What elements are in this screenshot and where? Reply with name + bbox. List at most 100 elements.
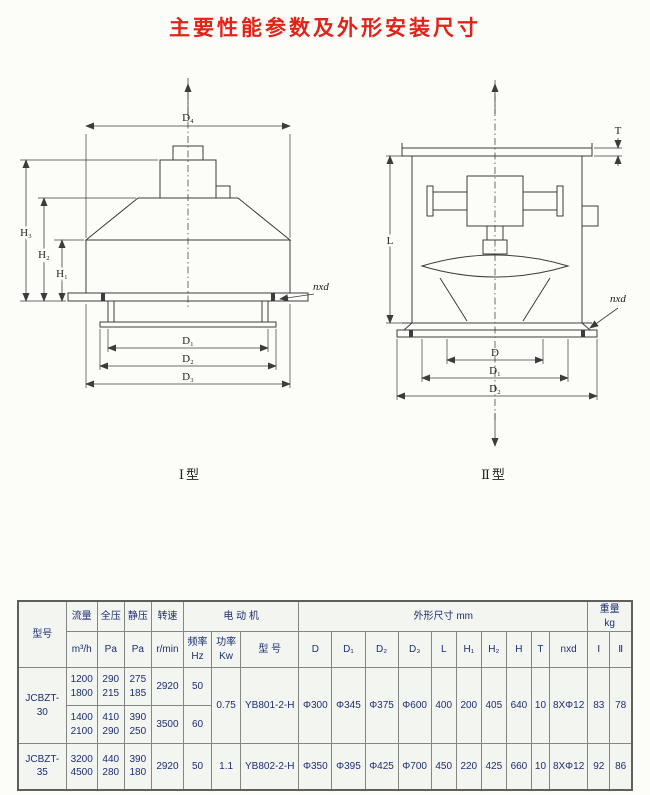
cell-h1: 200 [455,667,482,744]
col-header-l: L [430,631,457,668]
type1-caption: Ⅰ型 [178,467,202,482]
spec-table: 型号 流量 全压 静压 转速 电 动 机 外形尺寸 mm 重量 kg m³/h … [17,600,633,791]
col-header-weight-1: Ⅰ [587,631,611,668]
page-title: 主要性能参数及外形安装尺寸 [169,17,481,40]
col-header-speed: 转速 [150,600,184,632]
cell-d2: Φ375 [364,667,399,744]
data-row-jcbzt30-a: JCBZT- 30 1200 1800 290 215 275 185 2920… [17,667,633,744]
cell-power: 0.75 [211,667,242,744]
cell-t: 10 [530,667,550,744]
dim-label-d4: D₄ [182,112,194,124]
cell-nxd: 8XΦ12 [548,667,589,744]
cell-flow: 3200 4500 [65,743,98,790]
dim-label-l: L [387,235,394,247]
col-header-frequency: 频率 Hz [182,631,213,668]
col-header-d1: D₁ [331,631,366,668]
l-dimension: L [384,155,410,324]
fan-body-outline [396,143,599,338]
col-header-power: 功率 Kw [211,631,242,668]
cell-weight-1: 83 [587,667,611,744]
cell-d: Φ300 [298,667,333,744]
cell-h2: 425 [480,743,507,790]
cell-motor-model: YB802-2-H [240,743,300,790]
cell-d2: Φ425 [364,743,399,790]
cell-weight-2: 86 [609,743,633,790]
cell-freq: 50 [182,743,213,790]
fan-body-outline [67,145,309,328]
dim-label-d1: D₁ [182,335,194,347]
col-header-d3: D₃ [397,631,432,668]
header-row-2: m³/h Pa Pa r/min 频率 Hz 功率 Kw 型 号 D D₁ D₂… [18,631,633,668]
cell-nxd: 8XΦ12 [548,743,589,790]
cell-sp: 275 185 [123,667,152,706]
cell-l: 450 [430,743,457,790]
cell-l: 400 [430,667,457,744]
horizontal-dimensions: D₄ D₁ D₂ D₃ [85,112,291,388]
cell-d1: Φ345 [331,667,366,744]
cell-motor-model: YB801-2-H [240,667,300,744]
dim-label-h1: H₁ [56,268,68,280]
dim-label-t: T [615,125,622,137]
cell-speed: 2920 [150,667,184,706]
cell-t: 10 [530,743,550,790]
nxd-callout: nxd [589,293,626,329]
col-header-static-pressure: 静压 [123,600,152,632]
cell-tp: 410 290 [96,705,125,744]
col-unit-speed: r/min [150,631,184,668]
cell-weight-2: 78 [609,667,633,744]
cell-power: 1.1 [211,743,242,790]
dim-label-d1: D₁ [489,365,501,377]
group-header-weight: 重量 kg [587,600,633,632]
cell-d3: Φ700 [397,743,432,790]
col-header-motor-model: 型 号 [240,631,300,668]
cell-h: 660 [505,743,532,790]
dim-label-d2: D₂ [182,353,194,365]
cell-tp: 290 215 [96,667,125,706]
col-header-model: 型号 [17,600,67,668]
nxd-callout: nxd [279,281,329,302]
cell-d: Φ350 [298,743,333,790]
col-header-h1: H₁ [455,631,482,668]
col-header-d2: D₂ [364,631,399,668]
type2-caption: Ⅱ型 [481,467,507,482]
cell-h: 640 [505,667,532,744]
cell-h2: 405 [480,667,507,744]
dim-label-d: D [491,347,499,359]
dim-label-d2: D₂ [489,383,501,395]
col-header-nxd: nxd [548,631,589,668]
cell-sp: 390 180 [123,743,152,790]
type2-technical-drawing: T L nxd D D₁ D₂ [384,80,626,447]
col-header-weight-2: Ⅱ [609,631,633,668]
col-unit-static-pressure: Pa [123,631,152,668]
cell-model: JCBZT- 30 [17,667,67,744]
col-header-h2: H₂ [480,631,507,668]
col-unit-total-pressure: Pa [96,631,125,668]
header-row-1: 型号 流量 全压 静压 转速 电 动 机 外形尺寸 mm 重量 kg [17,600,633,668]
cell-speed: 2920 [150,743,184,790]
nxd-label: nxd [313,281,329,293]
cell-weight-1: 92 [587,743,611,790]
col-header-h: H [505,631,532,668]
cell-tp: 440 280 [96,743,125,790]
cell-flow: 1400 2100 [65,705,98,744]
cell-freq: 50 [182,667,213,706]
group-header-dimensions: 外形尺寸 mm [298,600,589,632]
col-header-flow: 流量 [65,600,98,632]
dim-label-d3: D₃ [182,371,194,383]
col-header-t: T [530,631,550,668]
cell-d1: Φ395 [331,743,366,790]
cell-flow: 1200 1800 [65,667,98,706]
nxd-label: nxd [610,293,626,305]
cell-freq: 60 [182,705,213,744]
vertical-dimensions: H₃ H₂ H₁ [18,159,158,302]
cell-d3: Φ600 [397,667,432,744]
cell-speed: 3500 [150,705,184,744]
type1-technical-drawing: nxd D₄ D₁ D₂ D₃ [18,78,329,388]
cell-model: JCBZT- 35 [17,743,67,790]
data-row-jcbzt30-b: 1400 2100 410 290 390 250 3500 60 [18,705,632,744]
data-row-jcbzt35: JCBZT- 35 3200 4500 440 280 390 180 2920… [17,743,633,790]
group-header-motor: 电 动 机 [182,600,300,632]
t-dimension: T [594,125,622,166]
col-header-d: D [298,631,333,668]
